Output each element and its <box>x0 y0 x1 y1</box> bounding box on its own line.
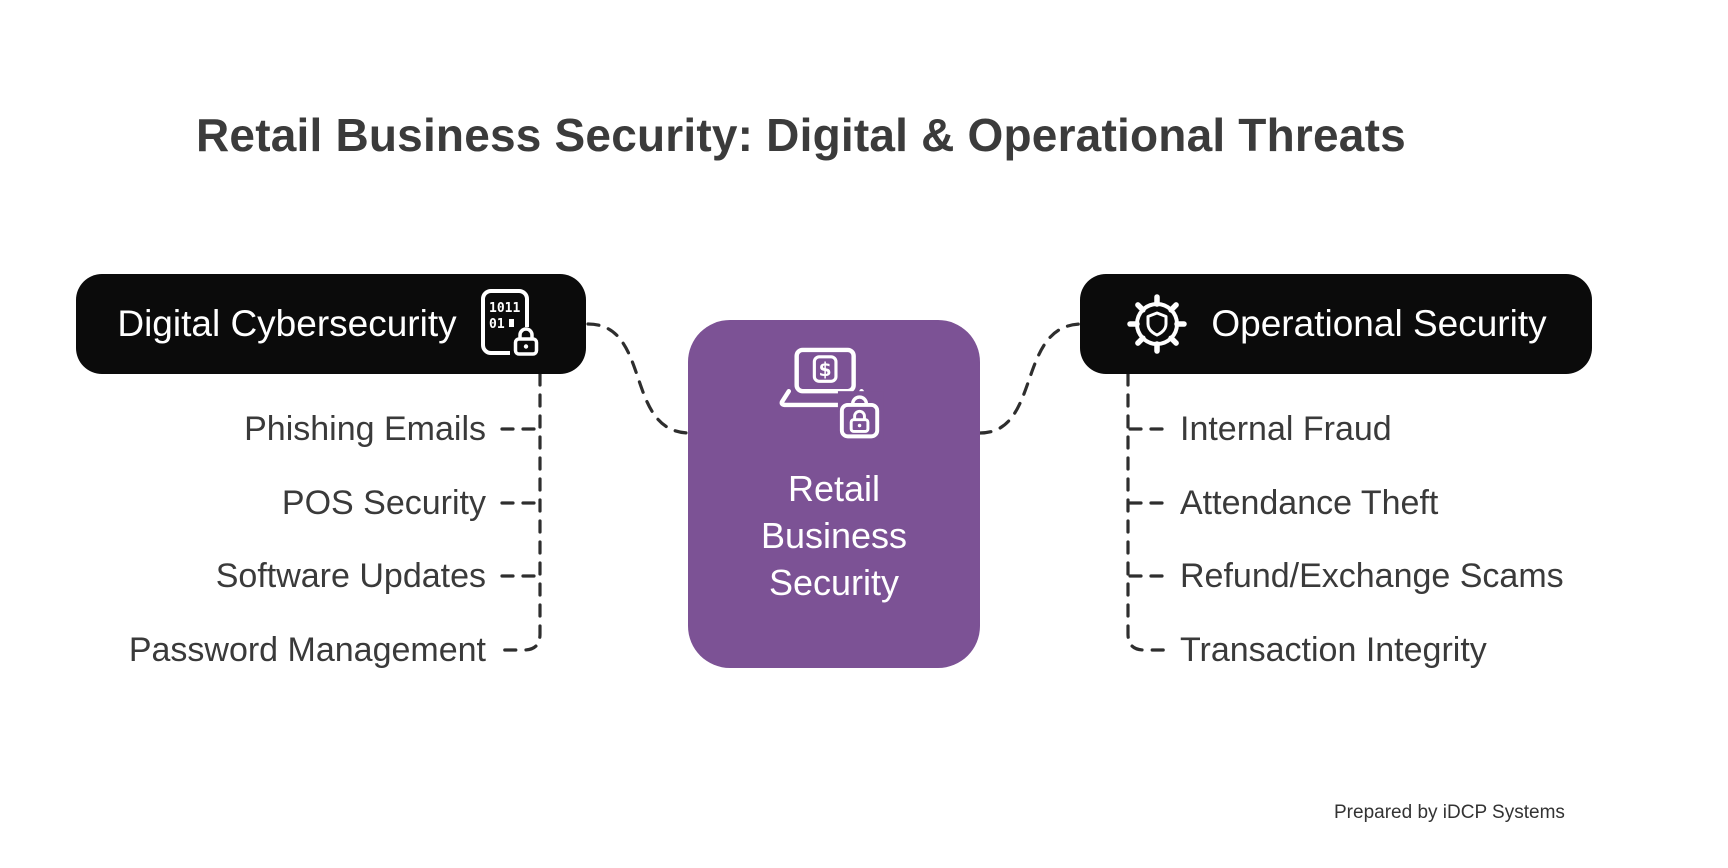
diagram-title: Retail Business Security: Digital & Oper… <box>196 109 1406 161</box>
right-branch-item: Refund/Exchange Scams <box>1180 557 1564 595</box>
left-branch-curve-connector <box>586 322 692 435</box>
laptop-dollar-bag-lock-icon: $ <box>779 347 884 443</box>
branch-node-operational-security: Operational Security <box>1080 274 1592 374</box>
svg-text:1011: 1011 <box>489 301 520 316</box>
right-branch-curve-connector <box>978 322 1084 435</box>
left-branch-item: Software Updates <box>215 557 486 595</box>
branch-label: Digital Cybersecurity <box>117 303 457 344</box>
svg-text:$: $ <box>819 360 832 381</box>
data-card-lock-icon: 1011 01 <box>480 289 542 357</box>
footer-credit: Prepared by iDCP Systems <box>1334 802 1565 823</box>
center-node-label: Retail Business Security <box>760 468 908 603</box>
right-branch-item: Internal Fraud <box>1180 410 1392 448</box>
left-branch-item: Password Management <box>128 631 486 669</box>
svg-text:01: 01 <box>489 317 505 332</box>
branch-label: Operational Security <box>1211 303 1547 344</box>
right-branch-item: Transaction Integrity <box>1180 631 1487 669</box>
right-branch-spine-connector <box>1126 372 1166 652</box>
left-branch-item: POS Security <box>281 484 486 522</box>
gear-shield-icon <box>1127 294 1188 354</box>
left-branch-spine-connector <box>502 372 542 652</box>
branch-node-digital-cybersecurity: Digital Cybersecurity 1011 01 <box>76 274 586 374</box>
left-branch-item: Phishing Emails <box>244 410 486 448</box>
right-branch-item: Attendance Theft <box>1180 484 1439 522</box>
right-branch-item-stubs <box>1128 427 1168 578</box>
center-node-retail-business-security: $ Retail Business Security <box>688 320 980 668</box>
left-branch-item-stubs <box>500 427 540 578</box>
